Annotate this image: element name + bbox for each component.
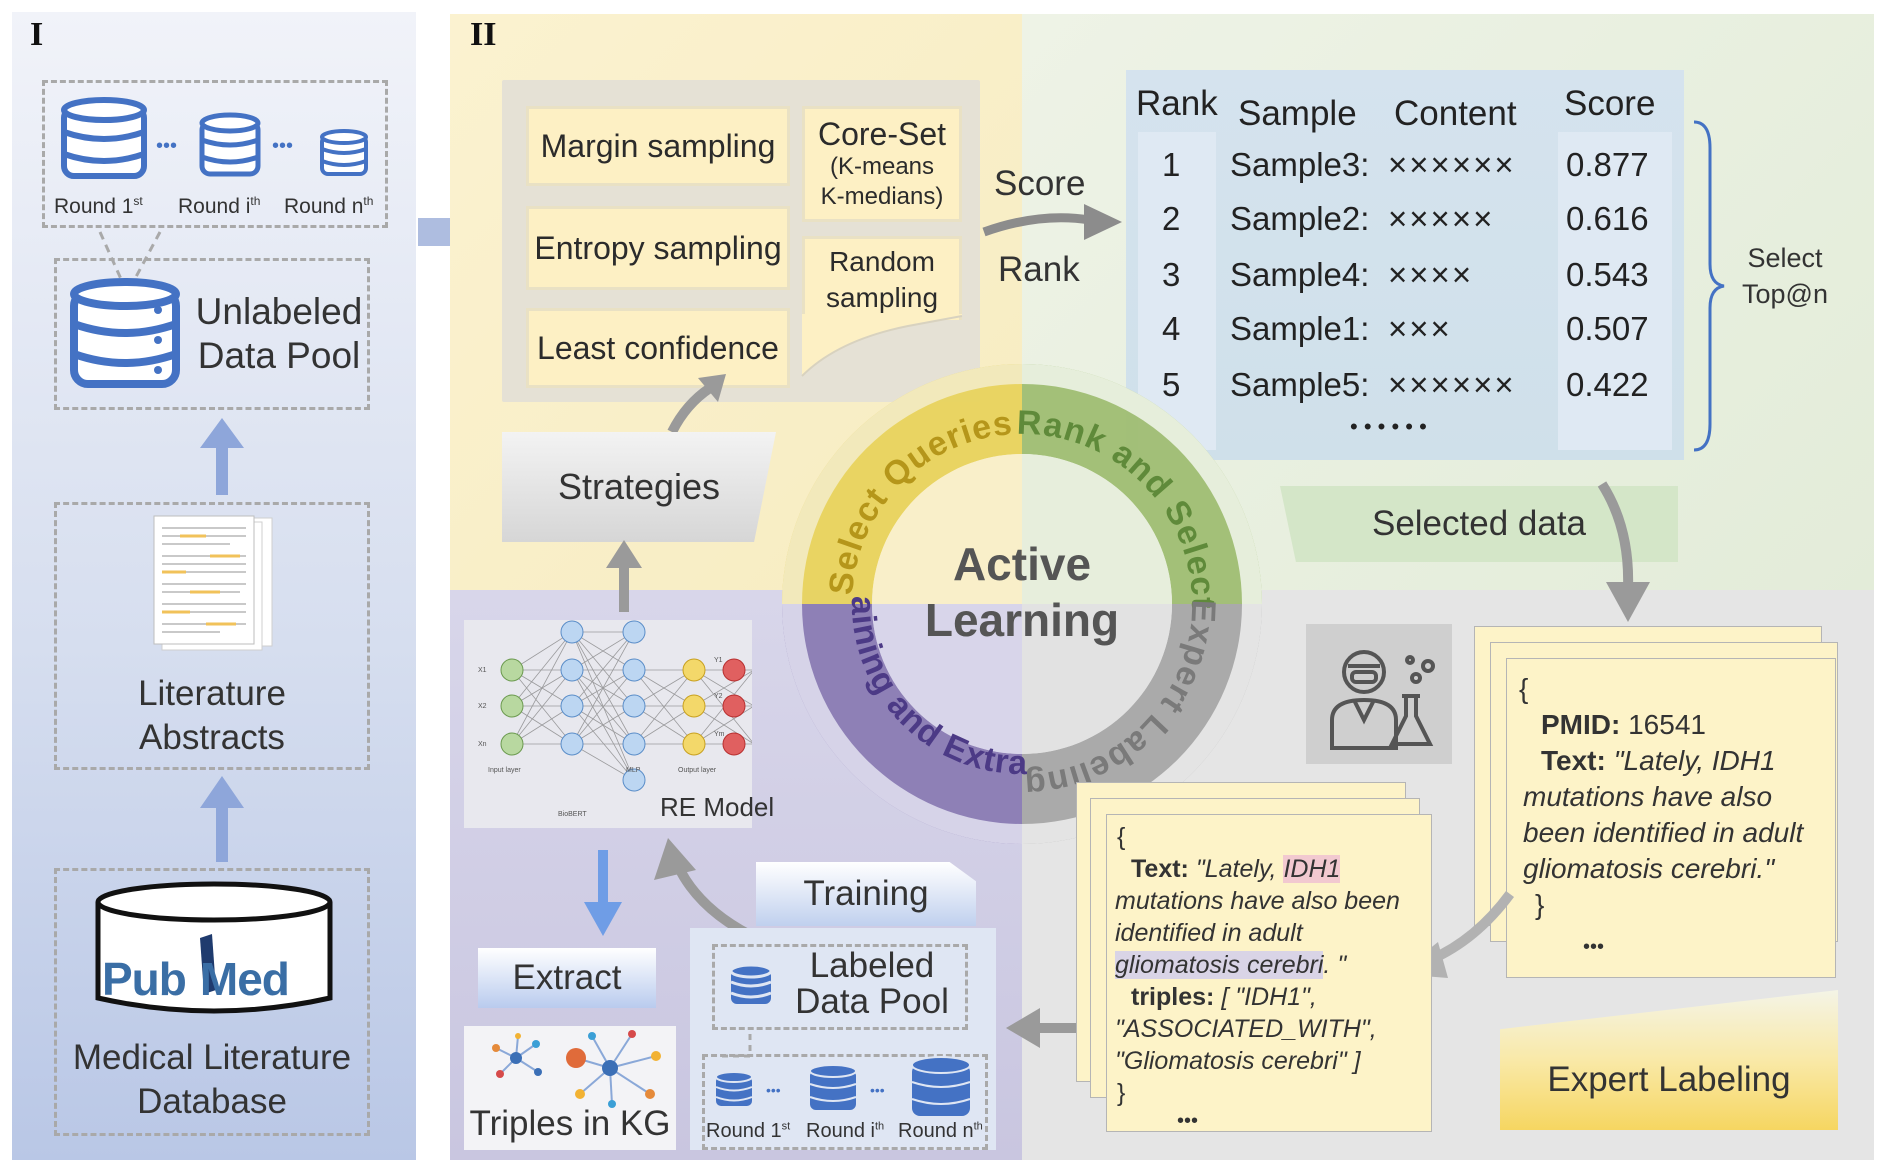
arrow-score-rank xyxy=(982,204,1122,240)
medical-database-title: Medical Literature Database xyxy=(72,1038,352,1121)
labeled-round-i-label: Round ith xyxy=(806,1120,885,1142)
strategy-core-set: Core-Set (K-means K-medians) xyxy=(802,106,962,222)
labeled-pool-box xyxy=(712,944,968,1030)
labeled-round-1-label: Round 1st xyxy=(706,1120,791,1142)
rank-label: Rank xyxy=(998,250,1080,289)
svg-text:BioBERT: BioBERT xyxy=(558,811,587,818)
table-row: 1 Sample3: ×××××× 0.877 xyxy=(1162,146,1649,183)
table-header-content: Content xyxy=(1394,94,1517,133)
round-i-label: Round ith xyxy=(178,194,261,218)
table-row: 3 Sample4: ×××× 0.543 xyxy=(1162,256,1649,293)
svg-text:Y1: Y1 xyxy=(714,657,723,664)
arrow-up-to-literature xyxy=(200,776,244,862)
medical-database-box xyxy=(54,868,370,1136)
table-header-rank: Rank xyxy=(1136,84,1218,123)
labeled-document: { Text: "Lately, IDH1 mutations have als… xyxy=(1106,814,1432,1132)
re-model-title: RE Model xyxy=(660,792,775,822)
labeled-rounds-ellipsis-2: ••• xyxy=(870,1082,885,1098)
table-row: 2 Sample2: ××××× 0.616 xyxy=(1162,200,1649,237)
labeled-round-i-db-icon xyxy=(809,1064,857,1110)
table-more-rows: • • • • • • xyxy=(1350,414,1427,439)
unlabeled-pool-box xyxy=(54,258,370,410)
svg-text:Input layer: Input layer xyxy=(488,767,521,774)
round-n-db-icon xyxy=(320,129,368,176)
unlabeled-pool-db-icon xyxy=(70,278,180,388)
svg-text:Ym: Ym xyxy=(714,731,725,738)
rank-column-bg xyxy=(1138,132,1216,450)
svg-text:X1: X1 xyxy=(478,667,487,674)
table-header-sample: Sample xyxy=(1238,94,1357,133)
strategies-label: Strategies xyxy=(502,432,776,542)
table-row: 5 Sample5: ×××××× 0.422 xyxy=(1162,366,1649,403)
labeled-round-n-db-icon xyxy=(911,1056,971,1116)
labeled-pool-db-icon xyxy=(729,963,773,1004)
raw-document: { PMID: 16541 Text: "Lately, IDH1 mutati… xyxy=(1506,658,1836,978)
round-n-label: Round nth xyxy=(284,194,374,218)
labeled-rounds-box xyxy=(702,1054,988,1150)
strategy-least-confidence: Least confidence xyxy=(526,308,790,388)
pool-connector-lines xyxy=(98,231,162,289)
rounds-ellipsis-2: ••• xyxy=(272,135,294,157)
labeled-round-1-db-icon xyxy=(715,1071,753,1106)
knowledge-graph-icon xyxy=(492,1030,661,1108)
training-label: Training xyxy=(756,862,976,926)
score-column-bg xyxy=(1558,132,1672,450)
arrow-labeled-to-pool xyxy=(1006,1008,1076,1048)
round-i-db-icon xyxy=(199,112,261,177)
arrow-up-to-pool xyxy=(200,418,244,495)
selection-brace xyxy=(1693,120,1725,452)
arrow-down-extract xyxy=(584,850,622,936)
svg-text:MLP: MLP xyxy=(626,767,641,774)
panel-I-label: I xyxy=(30,16,44,53)
labeled-rounds-ellipsis-1: ••• xyxy=(766,1082,781,1098)
document-icon xyxy=(153,515,273,651)
literature-abstracts-title: Literature Abstracts xyxy=(138,674,286,757)
arrow-model-to-strategies xyxy=(606,540,642,612)
strategy-random-sampling: Random sampling xyxy=(802,236,962,320)
arrow-strategies-up xyxy=(667,374,726,435)
re-model-box xyxy=(464,620,752,828)
unlabeled-pool-title: Unlabeled Data Pool xyxy=(195,291,363,376)
round-1-db-icon xyxy=(61,97,147,179)
pubmed-cylinder-icon xyxy=(95,881,333,1014)
triples-kg-title: Triples in KG xyxy=(469,1104,671,1143)
strategy-margin-sampling: Margin sampling xyxy=(526,106,790,186)
panel-II-label: II xyxy=(470,16,497,53)
score-label: Score xyxy=(994,164,1086,203)
table-header-score: Score xyxy=(1564,84,1656,123)
scientist-icon xyxy=(1330,650,1435,750)
labeled-pool-title: Labeled Data Pool xyxy=(795,946,949,1021)
table-row: 4 Sample1: ××× 0.507 xyxy=(1162,310,1649,347)
round-1-label: Round 1st xyxy=(54,194,143,218)
select-top-n-label: Select Top@n xyxy=(1742,243,1828,309)
neural-network-diagram: X1 X2 Xn Y1 Y2 Ym Input layer BioBERT ML… xyxy=(478,620,752,818)
extract-label: Extract xyxy=(478,948,656,1008)
selected-data-label: Selected data xyxy=(1280,486,1678,562)
svg-text:Output layer: Output layer xyxy=(678,767,717,774)
literature-abstracts-box xyxy=(54,502,370,770)
svg-text:Y2: Y2 xyxy=(714,693,723,700)
arrow-selected-to-docs xyxy=(1597,481,1650,622)
active-learning-title: Active Learning xyxy=(924,538,1120,646)
rounds-ellipsis-1: ••• xyxy=(156,135,178,157)
random-sampling-tail xyxy=(801,314,963,377)
labeled-round-n-label: Round nth xyxy=(898,1120,983,1142)
rounds-box xyxy=(42,80,388,228)
strategy-entropy-sampling: Entropy sampling xyxy=(526,206,790,290)
svg-text:X2: X2 xyxy=(478,703,487,710)
svg-text:Xn: Xn xyxy=(478,741,487,748)
